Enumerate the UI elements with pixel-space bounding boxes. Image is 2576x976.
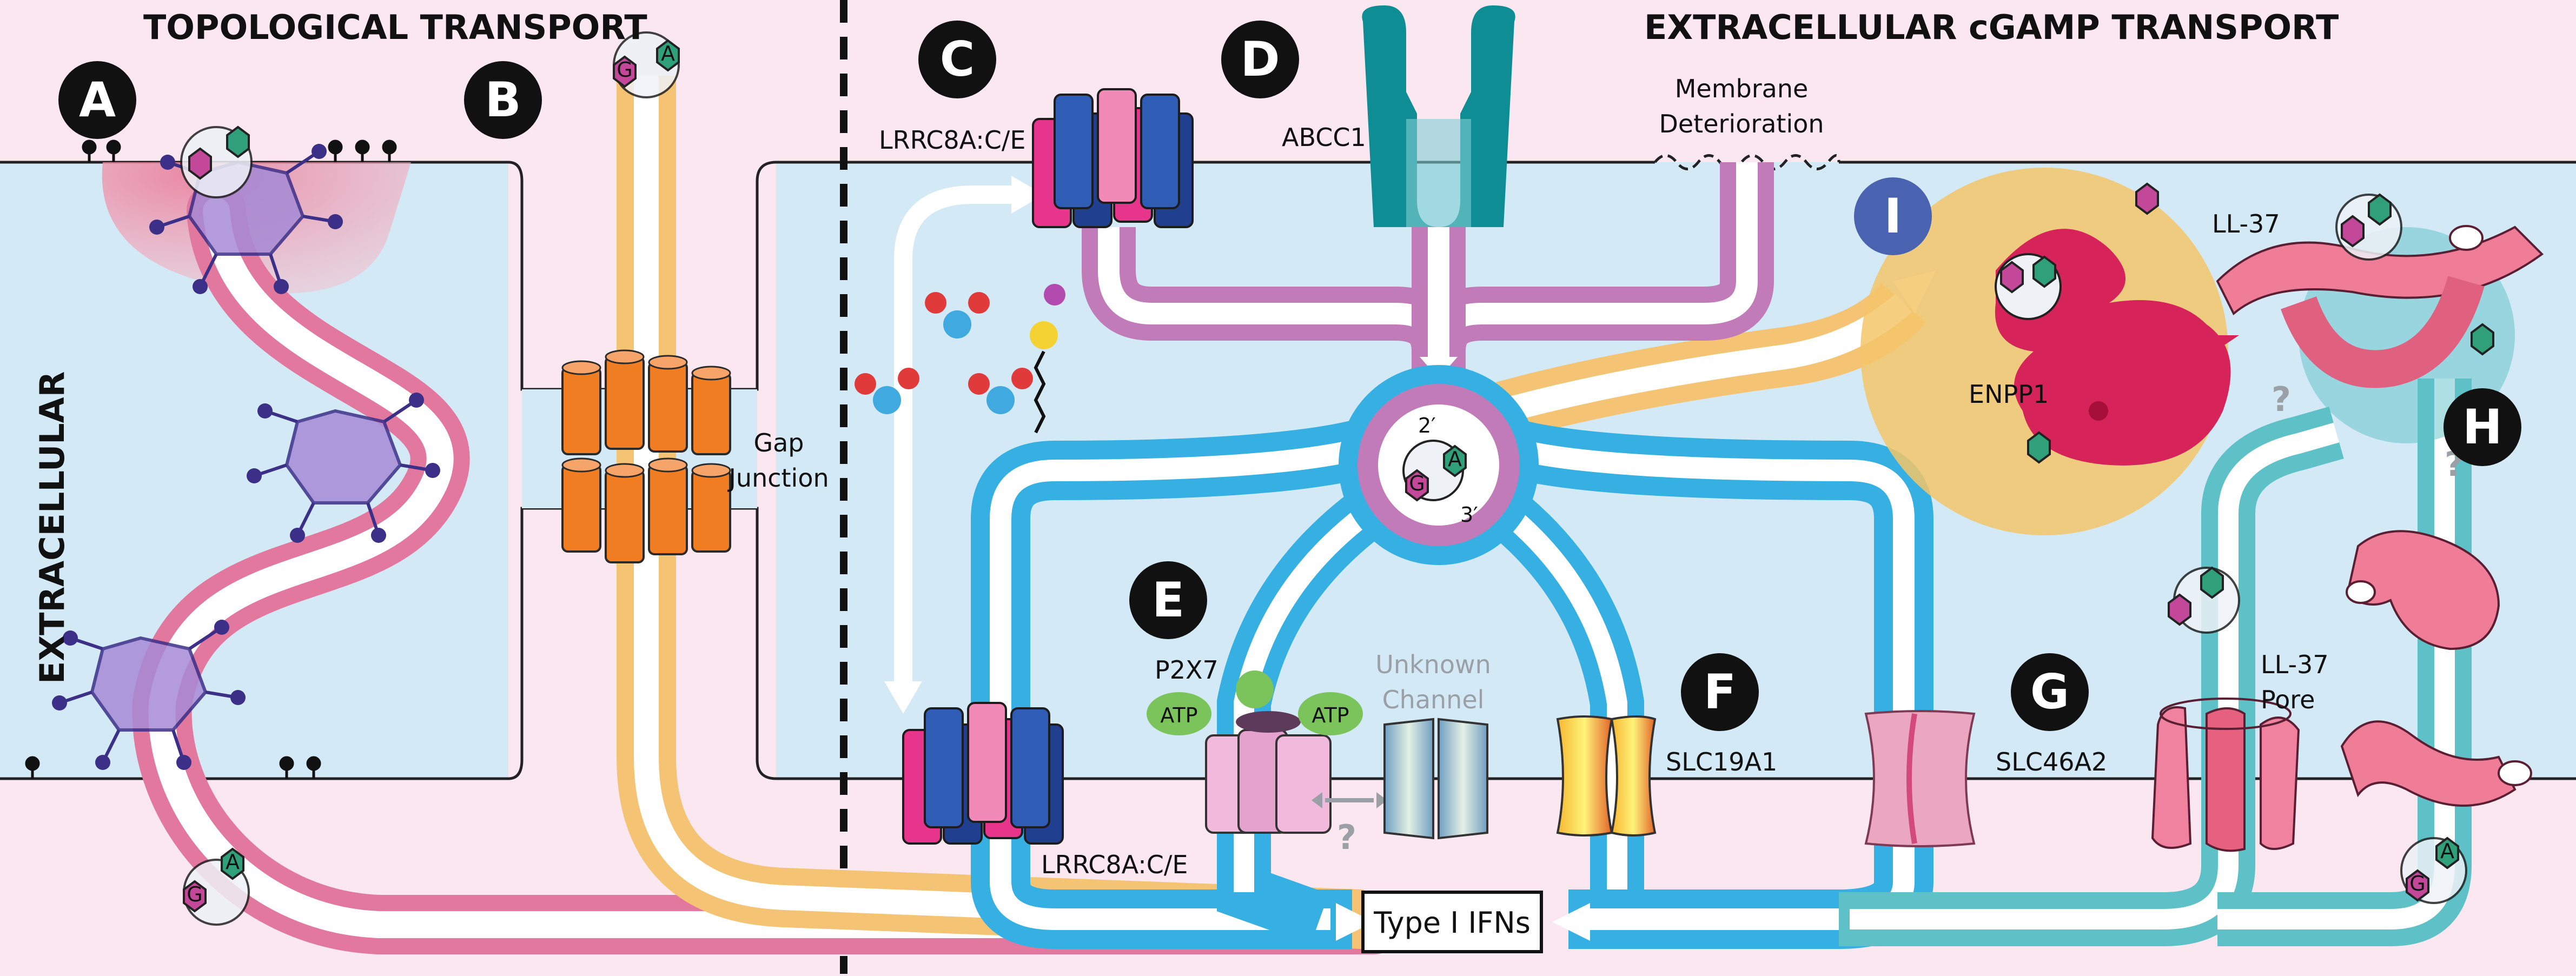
water-and-lipid-molecules [855, 284, 1065, 434]
hex-g-hub: G [1409, 472, 1425, 495]
atp-left-label: ATP [1160, 703, 1197, 727]
label-3-prime: 3′ [1460, 503, 1478, 527]
hex-a-bottom: A [226, 850, 240, 874]
label-unknown-2: Channel [1382, 685, 1485, 714]
cgamp-hub: 2′ 3′ [1339, 365, 1539, 565]
lrrc8a-channel-top [1032, 88, 1194, 228]
virus-a-bottom [52, 620, 246, 770]
atp-right-label: ATP [1312, 703, 1349, 727]
badge-h-text: H [2462, 399, 2502, 455]
gap-junction-channel [561, 349, 731, 563]
label-membrane-2: Deterioration [1659, 109, 1824, 138]
label-ll37-pore-1: LL-37 [2261, 650, 2329, 679]
ifn-arrow-right [1552, 903, 1590, 941]
ll37-helix-mid [2346, 530, 2500, 650]
label-lrrc8a-top: LRRC8A:C/E [879, 125, 1026, 155]
label-abcc1: ABCC1 [1282, 123, 1366, 152]
p2x7-question-mark: ? [1337, 818, 1356, 857]
lrrc8a-arrow [884, 176, 1044, 714]
slc19a1-transporter [1556, 715, 1657, 836]
membrane-receptors [25, 140, 397, 779]
badge-d-text: D [1240, 31, 1280, 87]
label-ll37-pore-2: Pore [2261, 685, 2315, 714]
hex-a-right: A [2440, 839, 2454, 863]
type1-ifn-label: Type I IFNs [1373, 906, 1531, 940]
label-ll37-top: LL-37 [2212, 209, 2280, 238]
hex-g-right: G [2409, 872, 2425, 895]
badge-g-text: G [2030, 664, 2069, 720]
header-topological: TOPOLOGICAL TRANSPORT [143, 8, 647, 47]
label-gap-1: Gap [753, 428, 804, 457]
badge-e-text: E [1152, 572, 1184, 628]
hex-g-b: G [617, 58, 632, 82]
label-p2x7: P2X7 [1155, 655, 1219, 685]
badge-a-text: A [79, 72, 116, 128]
badges [58, 21, 2521, 731]
hexagons [183, 39, 2494, 913]
slc46a2-transporter [1864, 710, 1976, 847]
hex-a-b: A [661, 42, 675, 65]
type1-ifn-box [1361, 891, 1543, 953]
ll37-helix-bottom [2340, 720, 2532, 807]
hex-a-hub: A [1448, 447, 1462, 471]
side-label-extracellular: EXTRACELLULAR [32, 371, 72, 684]
pathway-purple-export [1082, 162, 1774, 379]
label-slc46a2: SLC46A2 [1996, 747, 2107, 776]
p2x7-channel [1147, 670, 1363, 834]
badge-c-text: C [940, 31, 975, 87]
badge-b-text: B [485, 72, 521, 128]
pathway-pink-viral [132, 181, 1403, 954]
ll37-helix-top [2216, 225, 2544, 388]
label-enpp1: ENPP1 [1969, 380, 2049, 409]
header-extracellular-cgamp: EXTRACELLULAR cGAMP TRANSPORT [1644, 8, 2339, 47]
ifn-arrow-left [1336, 903, 1374, 941]
label-lrrc8a-bottom: LRRC8A:C/E [1041, 850, 1188, 879]
label-slc19a1: SLC19A1 [1666, 747, 1777, 776]
virus-a-middle [247, 393, 440, 543]
deteriorated-membrane [1654, 154, 1840, 170]
badge-f-text: F [1704, 664, 1736, 720]
abcc1-transporter [1362, 5, 1515, 227]
hex-g-bottom: G [187, 882, 202, 906]
badge-i-text: I [1884, 188, 1902, 244]
lrrc8a-channel-bottom [902, 702, 1064, 845]
label-unknown-1: Unknown [1375, 650, 1491, 679]
label-membrane-1: Membrane [1675, 74, 1809, 103]
label-2-prime: 2′ [1418, 414, 1436, 437]
ll37-question-1: ? [2272, 380, 2291, 419]
badge-i [1854, 177, 1932, 255]
unknown-channel [1383, 718, 1488, 840]
ll37-pore [2151, 698, 2300, 852]
label-gap-2: Junction [727, 463, 829, 493]
